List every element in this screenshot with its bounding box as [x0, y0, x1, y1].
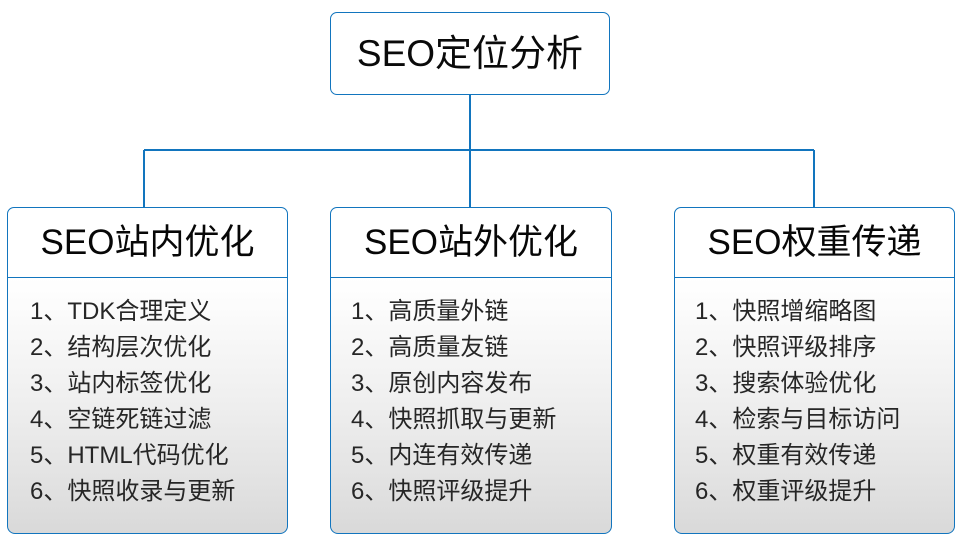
list-item: 4、检索与目标访问: [695, 406, 901, 433]
list-item: 5、权重有效传递: [695, 442, 877, 469]
root-node: SEO定位分析: [330, 12, 610, 95]
list-item: 3、搜索体验优化: [695, 370, 877, 397]
branch-header-title-1: SEO站内优化: [40, 223, 255, 262]
list-item: 3、站内标签优化: [30, 370, 212, 397]
list-item: 6、快照收录与更新: [30, 478, 236, 505]
list-item: 5、内连有效传递: [351, 442, 533, 469]
list-item: 4、空链死链过滤: [30, 406, 212, 433]
list-item: 4、快照抓取与更新: [351, 406, 557, 433]
branch-header-title-3: SEO权重传递: [707, 223, 922, 262]
branch-list-2: 1、高质量外链 2、高质量友链 3、原创内容发布 4、快照抓取与更新 5、内连有…: [330, 278, 612, 534]
list-item: 1、高质量外链: [351, 298, 509, 325]
branch-column-3: SEO权重传递 1、快照增缩略图 2、快照评级排序 3、搜索体验优化 4、检索与…: [674, 207, 955, 534]
branch-header-title-2: SEO站外优化: [364, 223, 578, 262]
list-item: 1、TDK合理定义: [30, 298, 212, 325]
list-item: 5、HTML代码优化: [30, 442, 229, 469]
list-item: 6、快照评级提升: [351, 478, 533, 505]
branch-header-3: SEO权重传递: [674, 207, 955, 278]
branch-list-1: 1、TDK合理定义 2、结构层次优化 3、站内标签优化 4、空链死链过滤 5、H…: [7, 278, 288, 534]
list-item: 2、结构层次优化: [30, 334, 212, 361]
branch-list-3: 1、快照增缩略图 2、快照评级排序 3、搜索体验优化 4、检索与目标访问 5、权…: [674, 278, 955, 534]
list-item: 6、权重评级提升: [695, 478, 877, 505]
branch-column-1: SEO站内优化 1、TDK合理定义 2、结构层次优化 3、站内标签优化 4、空链…: [7, 207, 288, 534]
root-node-title: SEO定位分析: [356, 33, 584, 74]
branch-column-2: SEO站外优化 1、高质量外链 2、高质量友链 3、原创内容发布 4、快照抓取与…: [330, 207, 612, 534]
branch-header-2: SEO站外优化: [330, 207, 612, 278]
list-item: 1、快照增缩略图: [695, 298, 877, 325]
list-item: 2、快照评级排序: [695, 334, 877, 361]
list-item: 2、高质量友链: [351, 334, 509, 361]
branch-header-1: SEO站内优化: [7, 207, 288, 278]
list-item: 3、原创内容发布: [351, 370, 533, 397]
